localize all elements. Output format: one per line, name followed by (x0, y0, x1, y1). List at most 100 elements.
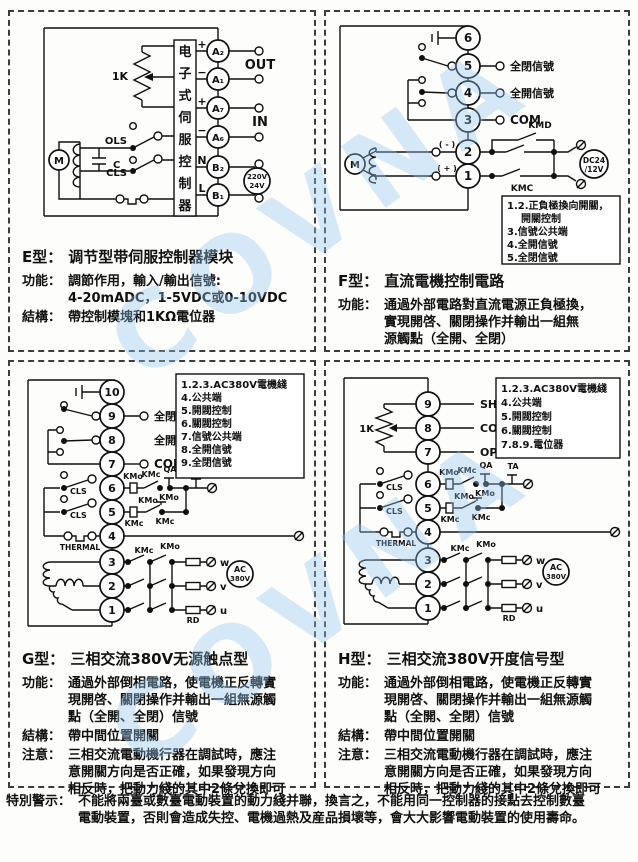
svg-text:4.全開信號: 4.全開信號 (507, 238, 558, 251)
e-controller-box (173, 39, 197, 217)
f-title: F型： 直流電機控制電路 (338, 272, 505, 290)
svg-text:制: 制 (178, 176, 191, 192)
f-terminal-4: 4 (464, 86, 472, 100)
e-title: E型： 调节型带伺服控制器模块 (22, 248, 234, 266)
e-pot-label: 1K (112, 70, 129, 83)
f-wiring (339, 25, 577, 211)
h-phase-labels: w v u (536, 556, 545, 615)
f-note-text: 1.2.正負極換向開關， 開關控制 3.信號公共端 4.全開信號 5.全閉信號 (507, 199, 609, 264)
g-description: G型： 三相交流380V无源触点型 功能： 通過外部倒相電路，使電機正反轉實 現… (22, 648, 306, 798)
e-terminal-b1: B₁ (212, 191, 224, 202)
e-power-voltage-1: 220V (247, 173, 268, 181)
svg-text:+: + (197, 95, 206, 108)
svg-text:服: 服 (178, 133, 192, 148)
h-terminal-5: 5 (424, 502, 432, 515)
h-terminal-9: 9 (424, 398, 432, 411)
svg-text:1.2.3.AC380V電機綫: 1.2.3.AC380V電機綫 (181, 378, 287, 391)
warning-text: 不能將兩臺或數臺電動裝置的動力綫并聯，換言之，不能用同一控制器的接點去控制數臺 … (78, 794, 586, 826)
f-circuit-diagram: 6 5 4 3 2 1 全閉信號 全開信號 COM KMD KMC ( - ) … (339, 25, 621, 265)
h-terminal-3: 3 (424, 554, 432, 567)
e-description: E型： 调节型带伺服控制器模块 功能： 調節作用，輸入/輸出信號: 4-20mA… (22, 246, 306, 326)
svg-text:3.信號公共端: 3.信號公共端 (507, 225, 568, 238)
e-terminal-a1: A₁ (212, 75, 224, 86)
g-note-text: 1.2.3.AC380V電機綫 4.公共端 5.開閥控制 6.關閥控制 7.信號… (181, 378, 287, 469)
svg-text:4.公共端: 4.公共端 (501, 396, 542, 409)
g-note-box (175, 373, 305, 479)
svg-text:KMo: KMo (439, 468, 459, 477)
h-ac-label-1: AC (550, 563, 562, 572)
svg-text:u: u (536, 604, 543, 615)
e-limit-switches (115, 121, 163, 204)
h-switch-labels: KMo KMc QA KMo TA KMo KMc KMc CLS CLS TH… (376, 461, 519, 623)
f-terminal-6: 6 (464, 31, 472, 45)
e-controller-text: 电 子 式 伺 服 控 制 器 (177, 44, 192, 214)
f-function: 功能： 通過外部電路對直流電源正負極換， 實現開啓、關閉操作并輸出一組無 源觸點… (338, 298, 593, 347)
h-contacts (376, 467, 621, 614)
svg-text:u: u (220, 606, 227, 617)
h-type-label: H型： (338, 650, 381, 668)
svg-text:RD: RD (187, 616, 200, 625)
warning-label: 特別警示： (6, 794, 72, 809)
h-terminal-1: 1 (424, 602, 432, 615)
e-wiring (43, 27, 255, 217)
h-ac-circle (542, 558, 570, 586)
svg-text:KMo: KMo (138, 496, 158, 505)
svg-text:式: 式 (178, 88, 191, 104)
e-cls-label: CLS (106, 168, 127, 179)
e-out-label: OUT (245, 58, 276, 73)
f-kmc-label: KMC (511, 184, 534, 194)
panel-g-380v-dry-contact: 10 9 8 7 6 5 4 3 2 1 全閉信號 全開信號 COM KMo K… (8, 360, 316, 797)
svg-text:TA: TA (507, 462, 519, 471)
g-ac-label-2: 380V (230, 575, 251, 583)
f-sig-open-label: 全開信號 (509, 86, 554, 100)
svg-text:KMo: KMo (160, 542, 180, 551)
g-phase-labels: w v u (220, 558, 229, 617)
svg-text:KMo: KMo (476, 540, 496, 549)
svg-text:8.全開信號: 8.全開信號 (181, 443, 232, 456)
e-ols-label: OLS (105, 136, 127, 147)
svg-text:THERMAL: THERMAL (60, 543, 101, 552)
h-terminal-7: 7 (424, 446, 432, 459)
svg-text:w: w (536, 556, 545, 567)
svg-text:−: − (197, 66, 206, 79)
svg-text:9.全閉信號: 9.全閉信號 (181, 456, 232, 469)
g-terminal-10: 10 (104, 386, 120, 399)
g-terminal-6: 6 (108, 482, 116, 495)
f-com-label: COM (510, 113, 541, 127)
e-terminal-a2: A₂ (212, 47, 224, 58)
h-description: H型： 三相交流380V开度信号型 功能： 通過外部倒相電路，使電機正反轉實 現… (338, 648, 620, 798)
h-title: H型： 三相交流380V开度信号型 (338, 650, 565, 668)
f-terminals: 6 5 4 3 2 1 (455, 25, 481, 189)
g-title: G型： 三相交流380V无源触点型 (22, 650, 249, 668)
svg-text:CLS: CLS (70, 487, 87, 496)
svg-text:KMc: KMc (125, 519, 144, 528)
h-terminal-6: 6 (424, 478, 432, 491)
e-structure: 結構： 帶控制模塊和1KΩ電位器 (22, 310, 216, 325)
svg-text:KMc: KMc (441, 515, 460, 524)
svg-text:CLS: CLS (386, 483, 403, 492)
g-wiring (27, 379, 294, 627)
svg-text:6.關閥控制: 6.關閥控制 (181, 417, 232, 430)
svg-text:控: 控 (178, 154, 191, 170)
svg-text:THERMAL: THERMAL (376, 539, 417, 548)
g-function: 功能： 通過外部倒相電路，使電機正反轉實 現開啓、關閉操作并輸出一組無源觸 點（… (22, 676, 277, 725)
svg-text:6.關閥控制: 6.關閥控制 (501, 424, 552, 437)
e-motor-circle (48, 149, 70, 171)
g-contacts (56, 401, 305, 616)
f-plus-label: ( + ) (437, 164, 457, 173)
f-description: F型： 直流電機控制電路 功能： 通過外部電路對直流電源正負極換， 實現開啓、關… (338, 270, 620, 348)
panel-h-380v-position-signal: 9 8 7 6 5 4 3 2 1 1K SHUT- COM OPEN- KMo… (324, 360, 630, 797)
g-circuit-diagram: 10 9 8 7 6 5 4 3 2 1 全閉信號 全開信號 COM KMo K… (27, 373, 305, 627)
svg-text:5.開閥控制: 5.開閥控制 (501, 410, 552, 423)
svg-text:+: + (197, 38, 206, 51)
svg-text:CLS: CLS (70, 511, 87, 520)
e-terminals: A₂ A₁ A₇ A₆ B₂ B₁ (206, 39, 230, 207)
svg-text:−: − (197, 124, 206, 137)
svg-text:KMo: KMo (159, 493, 179, 502)
svg-text:v: v (220, 582, 227, 593)
svg-text:5.全閉信號: 5.全閉信號 (507, 251, 558, 264)
svg-text:1.2.3.AC380V電機綫: 1.2.3.AC380V電機綫 (501, 382, 607, 395)
svg-text:7.8.9.電位器: 7.8.9.電位器 (501, 438, 564, 451)
f-power-voltage-2: /12V (585, 165, 604, 174)
f-motor-circle (344, 153, 366, 175)
